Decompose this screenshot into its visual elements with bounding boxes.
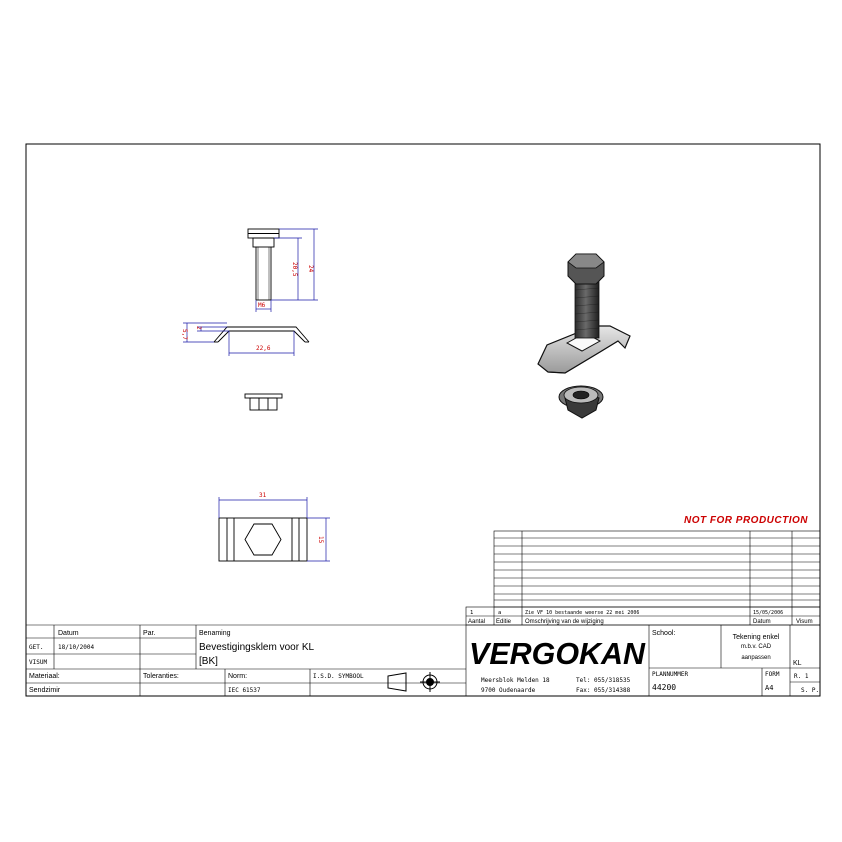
norm-value: IEC 61537 xyxy=(228,687,261,694)
revision-description: Zie VF 10 bestaande weerse 22 mei 2006 xyxy=(525,610,639,616)
revision-letter: a xyxy=(498,610,501,616)
title-header-datum: Datum xyxy=(58,630,79,637)
part-name: Bevestigingsklem voor KL xyxy=(199,642,314,653)
top-view-dimensions xyxy=(218,497,330,562)
get-date: 18/10/2004 xyxy=(58,644,95,651)
cad-note-line-1: Tekening enkel xyxy=(733,634,780,641)
plannummer-value: 44200 xyxy=(652,683,676,692)
norm-label: Norm: xyxy=(228,673,247,680)
sheet-s: S. P. xyxy=(801,687,819,694)
iso-assembly-view xyxy=(537,253,631,419)
dim-top-width: 31 xyxy=(259,492,267,499)
part-code: [BK] xyxy=(199,656,218,667)
dim-bolt-thread: M6 xyxy=(258,302,266,309)
school-label: School: xyxy=(652,630,675,637)
form-value: A4 xyxy=(765,684,773,692)
revision-header-visum: Visum xyxy=(796,619,813,625)
cad-note-line-2: m.b.v. CAD xyxy=(741,644,772,650)
form-label: FORM xyxy=(765,671,780,678)
title-block-grid xyxy=(26,624,820,696)
revision-table xyxy=(465,530,821,626)
projection-symbol xyxy=(387,672,440,692)
sheet-border xyxy=(25,143,821,697)
toleranties-label: Toleranties: xyxy=(143,673,179,680)
not-for-production-label: NOT FOR PRODUCTION xyxy=(684,515,808,526)
dim-top-height: 15 xyxy=(317,536,324,544)
iso-nut xyxy=(558,385,604,419)
kl-code: KL xyxy=(793,660,802,667)
fax-number: Fax: 055/314388 xyxy=(576,687,631,694)
iso-bolt-shank xyxy=(574,275,600,339)
dim-clip-width: 22,6 xyxy=(256,345,271,352)
revision-date: 15/05/2006 xyxy=(753,610,783,616)
sheet-r: R. 1 xyxy=(794,673,809,680)
dim-clip-height-outer: 5,7 xyxy=(181,329,188,340)
revision-header-editie: Editie xyxy=(496,619,512,625)
address-line-1: Meersblok Melden 18 xyxy=(481,677,550,684)
revision-header-datum: Datum xyxy=(753,619,771,625)
visum-label: VISUM xyxy=(29,659,47,666)
bolt-dimensions xyxy=(255,228,318,312)
clip-dimensions xyxy=(183,322,295,356)
address-line-2: 9700 Oudenaarde xyxy=(481,687,536,694)
sendzimir-label: Sendzimir xyxy=(29,687,61,694)
dim-bolt-shank: 20,5 xyxy=(291,262,298,277)
clip-side-view xyxy=(213,326,310,343)
cad-note-line-3: aanpassen xyxy=(741,655,770,661)
revision-number: 1 xyxy=(470,610,473,616)
phone-number: Tel: 055/318535 xyxy=(576,677,631,684)
title-header-par: Par. xyxy=(143,630,156,637)
vergokan-logo: VERGOKAN xyxy=(469,636,646,671)
dim-bolt-total: 24 xyxy=(307,265,314,273)
materiaal-label: Materiaal: xyxy=(29,673,60,680)
clip-top-view xyxy=(218,517,308,562)
get-label: GET. xyxy=(29,644,43,651)
title-header-benaming: Benaming xyxy=(199,630,231,637)
revision-header-aantal: Aantal xyxy=(468,619,485,625)
isd-label: I.S.D. SYMBOOL xyxy=(313,673,364,680)
revision-header-omschrijving: Omschrijving van de wijziging xyxy=(525,619,604,625)
dim-clip-height-inner: 2 xyxy=(195,326,202,330)
plannummer-label: PLANNUMMER xyxy=(652,671,689,678)
nut-side-view xyxy=(244,393,283,411)
bolt-side-view xyxy=(247,228,280,301)
